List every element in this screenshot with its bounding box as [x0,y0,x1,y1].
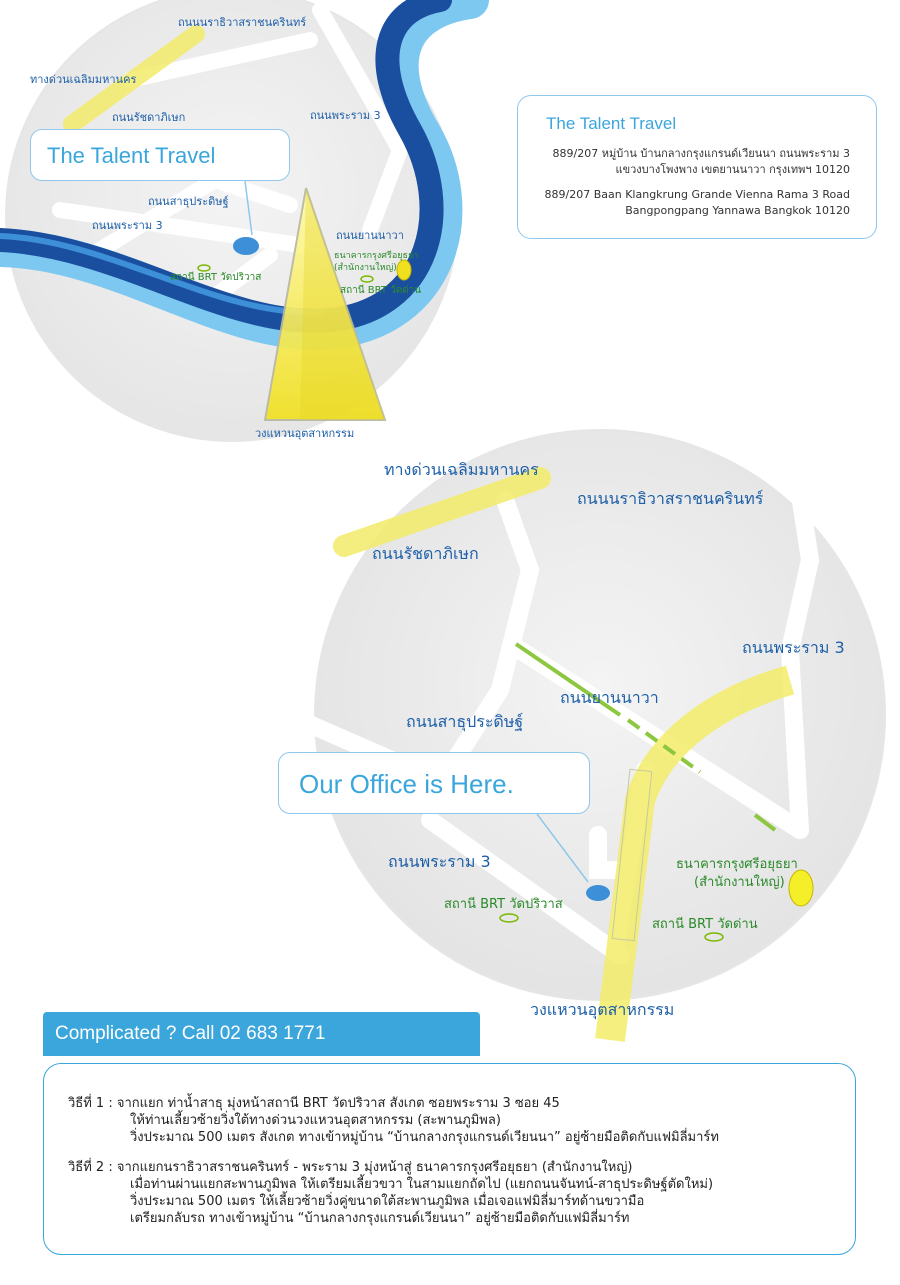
top-map-bubble: The Talent Travel [30,129,290,181]
label-rama3-left-bottom: ถนนพระราม 3 [388,852,491,871]
label-brt-dan-top: สถานี BRT วัดด่าน [340,285,422,296]
directions-box: วิธีที่ 1 : จากแยก ท่าน้ำสาธุ มุ่งหน้าสถ… [43,1063,856,1255]
address-thai-line1: 889/207 หมู่บ้าน บ้านกลางกรุงแกรนด์เวียน… [552,147,850,160]
label-rama3-left-top: ถนนพระราม 3 [92,219,163,232]
label-yannawa-bottom: ถนนยานนาวา [560,688,659,707]
label-brt-pariwat-bottom: สถานี BRT วัดปริวาส [444,897,563,912]
label-bank-top-1: ธนาคารกรุงศรีอยุธยา [334,251,419,261]
direction-way1-line3: วิ่งประมาณ 500 เมตร สังเกต ทางเข้าหมู่บ้… [130,1130,719,1145]
direction-way2-line2: เมื่อท่านผ่านแยกสะพานภูมิพล ให้เตรียมเลี… [130,1177,714,1192]
label-bank-bottom-1: ธนาคารกรุงศรีอยุธยา [676,857,798,872]
label-ring-top: วงแหวนอุตสาหกรรม [255,427,355,440]
top-brt-ring-pariwat [197,264,211,272]
bottom-yannawa-line [514,642,622,717]
top-ring-cone [263,187,387,421]
label-ring-bottom: วงแหวนอุตสาหกรรม [530,1000,675,1019]
label-ratchadaphisek-top: ถนนรัชดาภิเษก [112,111,186,124]
direction-way2-line4: เตรียมกลับรถ ทางเข้าหมู่บ้าน “บ้านกลางกร… [130,1211,630,1226]
top-expressway [63,25,205,133]
bottom-map [314,429,886,1042]
bottom-office-pin [586,885,610,901]
direction-way2-line1: วิธีที่ 2 : จากแยกนราธิวาสราชนครินทร์ - … [68,1160,633,1175]
label-expressway-top: ทางด่วนเฉลิมมหานคร [30,73,137,86]
bottom-ring-band [595,665,795,1042]
top-bank-pin [396,259,412,281]
address-thai-line2: แขวงบางโพงพาง เขตยานนาวา กรุงเทพฯ 10120 [615,163,851,176]
label-rama3-right-bottom: ถนนพระราม 3 [742,638,845,657]
top-river [0,0,489,350]
direction-way1-line1: วิธีที่ 1 : จากแยก ท่าน้ำสาธุ มุ่งหน้าสถ… [68,1096,560,1111]
top-map [0,0,489,442]
label-ratchadaphisek-bottom: ถนนรัชดาภิเษก [372,544,479,563]
label-brt-dan-bottom: สถานี BRT วัดด่าน [652,917,758,932]
label-yannawa-top: ถนนยานนาวา [336,229,404,242]
bottom-expressway [333,467,551,557]
top-office-pin [233,237,259,255]
label-bank-bottom-2: (สำนักงานใหญ่) [694,875,785,890]
bottom-brt-ring-pariwat [499,913,519,923]
label-sathupradit-bottom: ถนนสาธุประดิษฐ์ [406,712,524,731]
call-bar: Complicated ? Call 02 683 1771 [43,1012,480,1056]
top-brt-ring-dan [360,275,374,283]
label-rathirat-bottom: ถนนนราธิวาสราชนครินทร์ [577,489,764,508]
label-sathupradit-top: ถนนสาธุประดิษฐ์ [148,195,229,208]
direction-way1-line2: ให้ท่านเลี้ยวซ้ายวิ่งใต้ทางด่วนวงแหวนอุต… [130,1113,501,1128]
address-en-line2: Bangpongpang Yannawa Bangkok 10120 [625,204,850,217]
address-box: The Talent Travel 889/207 หมู่บ้าน บ้านก… [517,95,877,239]
bottom-brt-ring-dan [704,932,724,942]
label-rama3-top: ถนนพระราม 3 [310,109,381,122]
address-title: The Talent Travel [546,114,677,133]
label-brt-pariwat-top: สถานี BRT วัดปริวาส [170,272,262,283]
label-rathirat-top: ถนนนราธิวาสราชนครินทร์ [178,16,307,29]
bottom-bank-pin [788,869,814,907]
direction-way2-line3: วิ่งประมาณ 500 เมตร ให้เลี้ยวซ้ายวิ่งคู่… [130,1194,645,1209]
address-en-line1: 889/207 Baan Klangkrung Grande Vienna Ra… [544,188,850,201]
label-expressway-bottom: ทางด่วนเฉลิมมหานคร [384,460,539,479]
bottom-map-bubble: Our Office is Here. [278,752,590,814]
label-bank-top-2: (สำนักงานใหญ่) [334,263,397,273]
